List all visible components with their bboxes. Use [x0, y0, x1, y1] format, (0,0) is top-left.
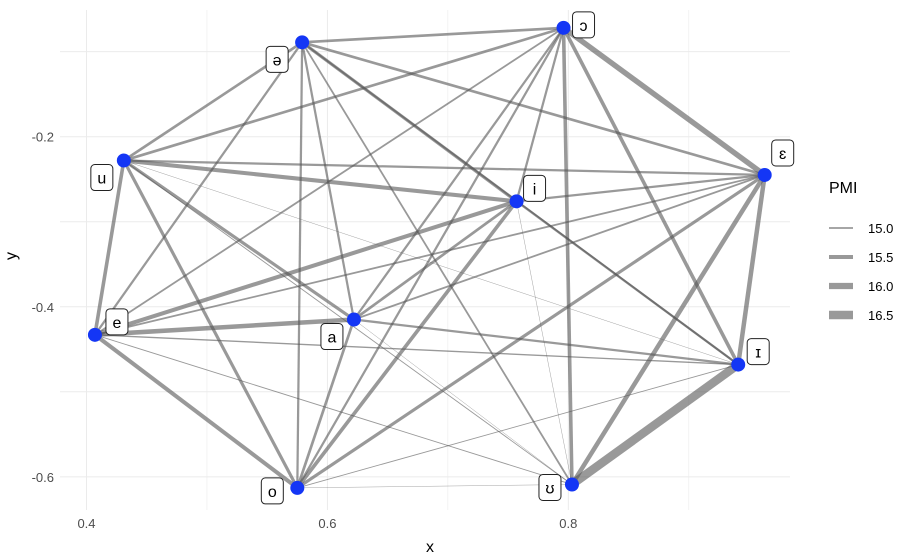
- node-label-box: [320, 323, 344, 351]
- edge-u-o: [122, 159, 299, 489]
- edge-ɔ-i: [515, 27, 565, 202]
- node-point: [731, 357, 746, 372]
- node-point: [564, 477, 579, 492]
- edge-i-o: [295, 200, 518, 489]
- edge-o-ʊ: [297, 484, 572, 489]
- edge-e-o: [93, 333, 299, 490]
- node-label: ʊ: [545, 480, 554, 497]
- edge-ɛ-i: [516, 173, 765, 203]
- x-tick-label: 0.8: [559, 516, 577, 531]
- node-point: [757, 167, 772, 182]
- node-point: [556, 20, 571, 35]
- node-label: i: [533, 181, 537, 198]
- edge-ɔ-a: [353, 27, 565, 321]
- node-label: o: [268, 484, 277, 501]
- node-label: u: [97, 171, 106, 188]
- legend: PMI 15.0 15.5 16.0 16.5: [829, 180, 893, 323]
- edge-u-a: [122, 159, 355, 321]
- legend-label: 15.0: [868, 221, 893, 236]
- edge-i-ɪ: [515, 200, 739, 366]
- node-point: [295, 35, 310, 50]
- legend-label: 16.0: [868, 279, 893, 294]
- edge-a-ʊ: [353, 319, 573, 485]
- edge-i-e: [94, 199, 518, 337]
- edge-u-ɛ: [123, 159, 765, 177]
- x-axis-ticks: 0.4 0.6 0.8: [77, 516, 577, 531]
- node-label-box: [90, 164, 114, 192]
- x-tick-label: 0.4: [77, 516, 95, 531]
- edge-ɛ-e: [94, 174, 765, 336]
- edge-e-ɪ: [94, 334, 739, 366]
- edge-e-a: [94, 317, 355, 338]
- edge-ɛ-ɪ: [735, 174, 767, 365]
- edge-ə-ɔ: [302, 26, 564, 44]
- node-point: [346, 312, 361, 327]
- node-label-box: [260, 477, 284, 505]
- node-label: ə: [273, 52, 282, 69]
- node-label-box: [572, 11, 596, 39]
- node-label-box: [265, 45, 289, 73]
- node-label: ɪ: [755, 345, 761, 362]
- node-labels: ə ɔ u ɛ i e a ɪ o ʊ: [90, 11, 795, 505]
- edge-ə-o: [296, 42, 304, 488]
- node-label-box: [538, 473, 562, 501]
- edge-ɔ-ɛ: [561, 25, 767, 178]
- node-label: a: [327, 330, 336, 347]
- x-tick-label: 0.6: [318, 516, 336, 531]
- edge-a-ɪ: [353, 318, 739, 366]
- edge-u-i: [123, 158, 517, 204]
- edge-ɔ-u: [123, 26, 564, 162]
- y-axis-ticks: -0.2 -0.4 -0.6: [32, 130, 54, 485]
- edge-ɪ-o: [297, 364, 739, 489]
- edges: [93, 25, 767, 490]
- edge-ə-ɛ: [301, 41, 766, 177]
- y-tick-label: -0.2: [32, 130, 54, 145]
- edge-ə-e: [94, 41, 304, 336]
- edge-ə-ʊ: [301, 41, 573, 485]
- node-point: [87, 327, 102, 342]
- edge-a-o: [296, 319, 356, 489]
- y-axis-title: y: [3, 252, 20, 260]
- edge-u-e: [93, 160, 126, 336]
- node-label-box: [771, 139, 795, 167]
- edge-ɪ-ʊ: [569, 361, 741, 488]
- legend-label: 15.5: [868, 250, 893, 265]
- node-label: ɛ: [779, 146, 786, 163]
- edge-ɛ-o: [296, 173, 766, 490]
- x-axis-title: x: [426, 539, 434, 556]
- node-point: [509, 194, 524, 209]
- node-point: [290, 480, 305, 495]
- legend-title: PMI: [829, 180, 857, 197]
- node-label-box: [523, 174, 547, 202]
- node-label-box: [105, 308, 129, 336]
- nodes: [87, 20, 772, 495]
- edge-ɔ-o: [296, 27, 565, 489]
- edge-ɛ-ʊ: [570, 173, 767, 486]
- legend-label: 16.5: [868, 308, 893, 323]
- grid-lines: [60, 10, 790, 510]
- node-point: [116, 153, 131, 168]
- edge-i-a: [353, 200, 518, 321]
- edge-ɔ-ʊ: [561, 27, 574, 485]
- node-label: e: [112, 315, 121, 332]
- edge-e-ʊ: [94, 334, 573, 485]
- y-tick-label: -0.6: [32, 470, 54, 485]
- node-label-box: [746, 338, 770, 366]
- edge-ɔ-ɪ: [561, 27, 740, 366]
- node-label: ɔ: [580, 18, 588, 35]
- edge-ɛ-a: [353, 174, 766, 321]
- y-tick-label: -0.4: [32, 300, 54, 315]
